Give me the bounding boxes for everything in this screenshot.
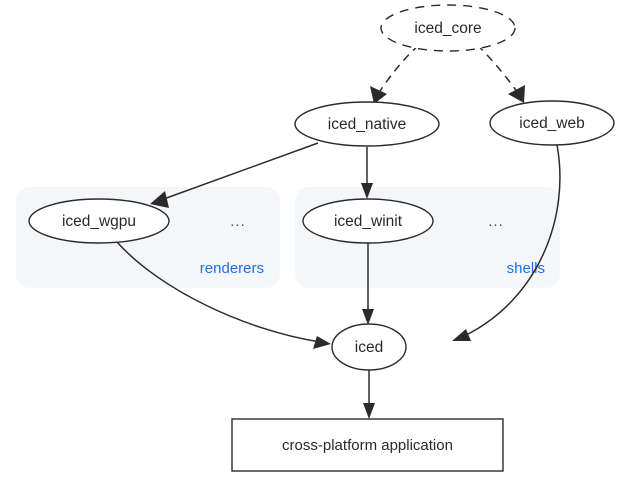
edge-iced-core-to-iced-native (370, 44, 420, 104)
node-iced-core-label: iced_core (414, 20, 481, 37)
edge-iced-core-to-iced-native-arrow (370, 86, 387, 104)
edge-iced-web-to-iced-arrow (452, 329, 471, 341)
edge-iced-native-to-iced-winit (361, 147, 373, 199)
edge-iced-to-application-arrow (363, 403, 375, 419)
edge-iced-core-to-iced-web-arrow (508, 85, 525, 103)
edge-iced-core-to-iced-web-line (476, 44, 519, 94)
edge-iced-winit-to-iced (362, 243, 374, 325)
cluster-shells-ellipsis: ... (488, 213, 504, 230)
node-iced-core-ellipse[interactable] (380, 4, 516, 52)
edge-iced-native-to-iced-winit-arrow (361, 183, 373, 199)
node-iced-web-label: iced_web (519, 115, 585, 132)
edge-iced-web-to-iced-line (461, 144, 561, 338)
cluster-renderers-ellipsis: ... (230, 213, 246, 230)
edge-iced-winit-to-iced-arrow (362, 309, 374, 325)
node-iced-native-ellipse[interactable] (294, 101, 440, 147)
node-iced-ellipse[interactable] (331, 323, 407, 371)
edge-iced-native-to-iced-wgpu-line (160, 142, 319, 201)
edge-iced-core-to-iced-native-line (377, 44, 420, 95)
cluster-renderers-label: renderers (200, 260, 264, 277)
edge-iced-native-to-iced-wgpu-arrow (150, 191, 169, 208)
edge-iced-wgpu-to-iced (116, 241, 331, 349)
node-iced-label: iced (355, 339, 383, 356)
node-iced-web[interactable]: iced_web (489, 100, 615, 146)
edge-iced-to-application (363, 370, 375, 419)
node-iced-winit[interactable]: iced_winit (302, 198, 434, 244)
node-iced-native[interactable]: iced_native (294, 101, 440, 147)
node-iced-wgpu[interactable]: iced_wgpu (28, 198, 170, 244)
node-iced-web-ellipse[interactable] (489, 100, 615, 146)
node-iced-winit-ellipse[interactable] (302, 198, 434, 244)
edge-iced-wgpu-to-iced-arrow (313, 336, 331, 349)
node-iced[interactable]: iced (331, 323, 407, 371)
edge-iced-wgpu-to-iced-line (116, 241, 321, 343)
cluster-shells-label: shells (507, 260, 545, 277)
node-iced-native-label: iced_native (328, 116, 406, 133)
node-iced-wgpu-label: iced_wgpu (62, 213, 136, 230)
node-iced-winit-label: iced_winit (334, 213, 403, 230)
node-cross-platform-application[interactable]: cross-platform application (231, 418, 504, 472)
node-cross-platform-application-box[interactable] (231, 418, 504, 472)
edge-iced-native-to-iced-wgpu (150, 142, 319, 208)
node-iced-core[interactable]: iced_core (380, 4, 516, 52)
edge-iced-core-to-iced-web (476, 44, 525, 103)
node-iced-wgpu-ellipse[interactable] (28, 198, 170, 244)
edge-iced-web-to-iced (452, 144, 561, 341)
node-cross-platform-application-label: cross-platform application (282, 437, 453, 454)
